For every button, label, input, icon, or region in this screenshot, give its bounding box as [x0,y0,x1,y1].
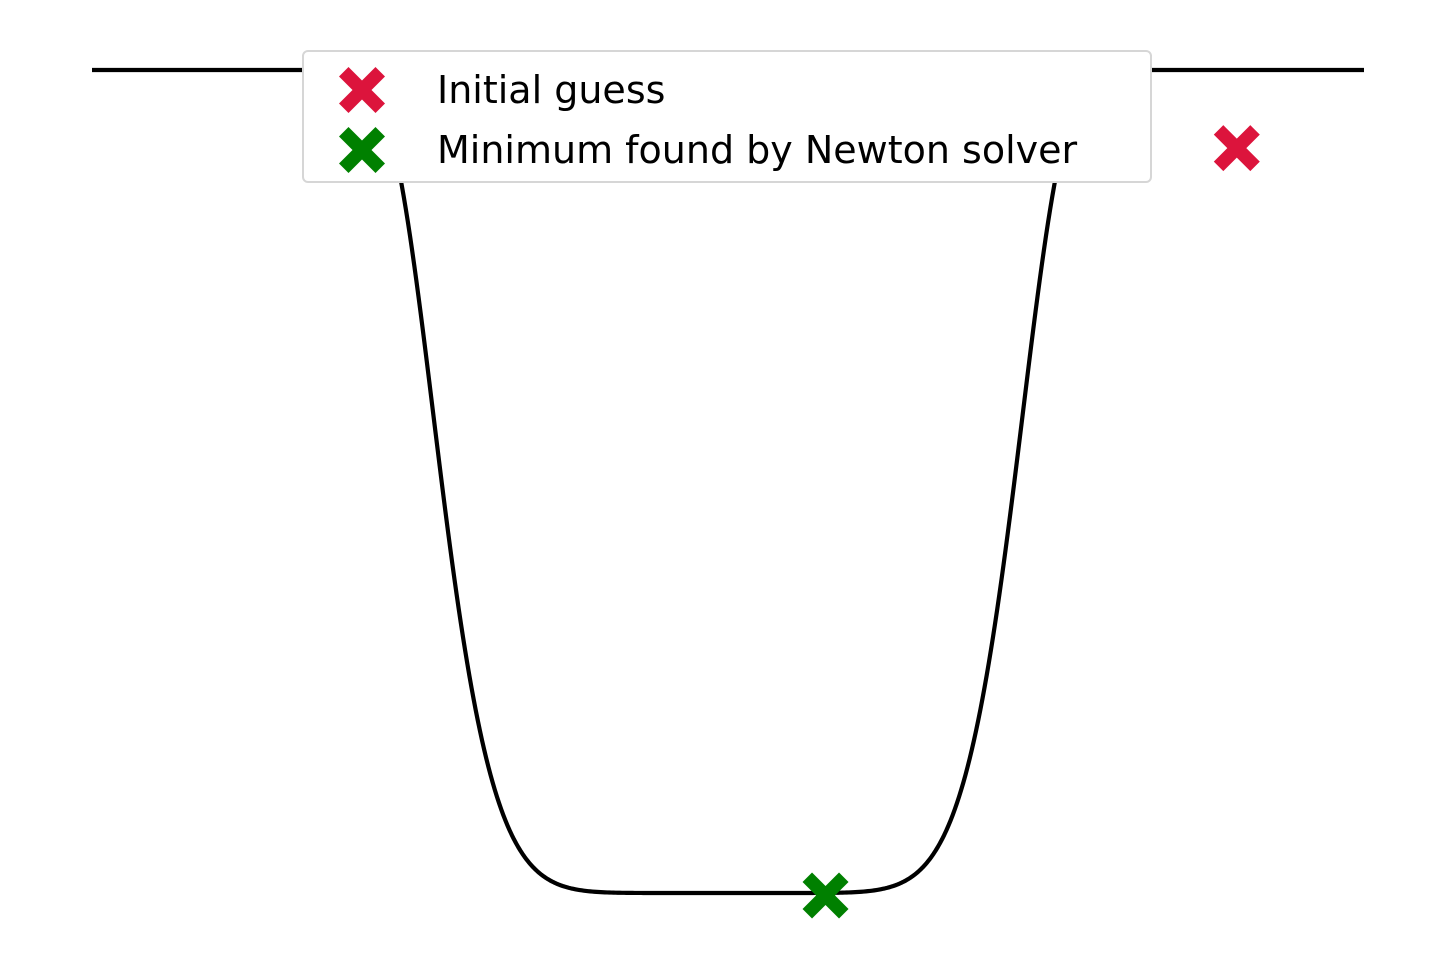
legend-marker-initial-guess [339,67,385,113]
newton-minimum-marker [802,872,849,919]
legend-label-initial-guess: Initial guess [437,68,666,112]
legend-entry-newton-minimum: Minimum found by Newton solver [304,118,1150,178]
legend-marker-newton-minimum [339,127,385,173]
legend-entry-initial-guess: Initial guess [304,58,1150,118]
initial-guess-marker [1213,125,1260,172]
legend: Initial guess Minimum found by Newton so… [302,50,1152,183]
function-curve [92,67,1364,896]
legend-label-newton-minimum: Minimum found by Newton solver [437,128,1078,172]
